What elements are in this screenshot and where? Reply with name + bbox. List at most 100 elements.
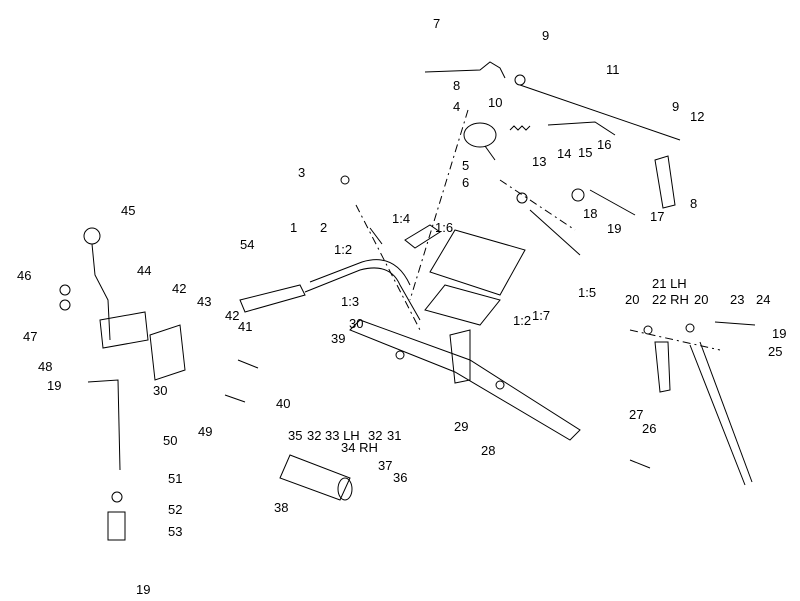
callout: 8: [690, 196, 697, 211]
plate-1-7: [424, 284, 501, 326]
center-line: [409, 109, 469, 301]
callout: 34 RH: [341, 440, 378, 455]
bracket-11: [547, 121, 616, 136]
callout: 1:3: [341, 294, 359, 309]
callout: 28: [481, 443, 495, 458]
nut-29: [495, 380, 505, 390]
callout: 48: [38, 359, 52, 374]
fitting-2: [369, 227, 383, 245]
callout: 21 LH: [652, 276, 687, 291]
callout: 15: [578, 145, 592, 160]
callout: 31: [387, 428, 401, 443]
callout: 1:5: [578, 285, 596, 300]
callout: 1:6: [435, 220, 453, 235]
lever-44: [91, 243, 111, 341]
bracket-42: [149, 324, 186, 381]
callout: 42: [172, 281, 186, 296]
callout: 19: [607, 221, 621, 236]
callout: 53: [168, 524, 182, 539]
rod-50: [87, 379, 121, 471]
rod-7: [424, 61, 506, 79]
connector-52: [107, 511, 126, 541]
callout: 19: [772, 326, 786, 341]
callout: 19: [47, 378, 61, 393]
tube-36: [279, 454, 351, 501]
callout: 2: [320, 220, 327, 235]
callout: 40: [276, 396, 290, 411]
center-line: [629, 329, 721, 351]
bushing-20b: [685, 323, 695, 333]
callout: 44: [137, 263, 151, 278]
callout: 50: [163, 433, 177, 448]
callout: 1:2: [513, 313, 531, 328]
callout: 35: [288, 428, 302, 443]
bolt-41: [237, 359, 259, 369]
knob-stem-4: [484, 145, 496, 161]
callout: 14: [557, 146, 571, 161]
callout-labels: 7 9 11 8 10 9 12 4 5 6 13 14 15 16 8 18 …: [17, 16, 786, 597]
callout: 49: [198, 424, 212, 439]
callout: 6: [462, 175, 469, 190]
plate-1-4: [404, 224, 441, 249]
callout: 32: [307, 428, 321, 443]
callout: 4: [453, 99, 460, 114]
callout: 37: [378, 458, 392, 473]
bolt-40: [224, 394, 246, 403]
callout: 51: [168, 471, 182, 486]
rod-18: [529, 209, 581, 256]
callout: 27: [629, 407, 643, 422]
ball-knob-45: [83, 227, 101, 245]
callout: 7: [433, 16, 440, 31]
callout: 46: [17, 268, 31, 283]
callout: 10: [488, 95, 502, 110]
callout: 20: [694, 292, 708, 307]
callout: 41: [238, 319, 252, 334]
lever-12: [654, 155, 676, 209]
rod-25: [689, 344, 746, 486]
callout: 22 RH: [652, 292, 689, 307]
knob-14: [571, 188, 585, 202]
callout: 45: [121, 203, 135, 218]
callout: 9: [672, 99, 679, 114]
callout: 54: [240, 237, 254, 252]
bolt-24: [714, 321, 756, 326]
callout: 11: [606, 62, 620, 77]
rod-25b: [699, 341, 753, 483]
arm-15: [589, 189, 636, 216]
callout: 24: [756, 292, 770, 307]
nut-46b: [59, 299, 71, 311]
callout: 1:2: [334, 242, 352, 257]
callout: 32: [368, 428, 382, 443]
lever-20: [654, 341, 671, 393]
callout: 39: [331, 331, 345, 346]
nut-46: [59, 284, 71, 296]
callout: 18: [583, 206, 597, 221]
spring-10: [509, 125, 531, 131]
nut-9: [514, 74, 526, 86]
callout: 29: [454, 419, 468, 434]
knob-4: [463, 122, 497, 148]
callout: 17: [650, 209, 664, 224]
callout: 30: [349, 316, 363, 331]
callout: 47: [23, 329, 37, 344]
frame-bracket-1-2: [449, 329, 471, 384]
bushing-13: [516, 192, 528, 204]
callout: 36: [393, 470, 407, 485]
handle-1: [304, 267, 421, 321]
callout: 16: [597, 137, 611, 152]
grip-54: [239, 284, 306, 313]
handle-1-upper: [309, 259, 411, 286]
callout: 9: [542, 28, 549, 43]
nut-3: [340, 175, 350, 185]
callout: 13: [532, 154, 546, 169]
plate-1-5: [429, 229, 526, 296]
callout: 1: [290, 220, 297, 235]
callout: 23: [730, 292, 744, 307]
callout: 30: [153, 383, 167, 398]
callout: 25: [768, 344, 782, 359]
diagram-parts: [59, 61, 756, 541]
rod-11: [519, 84, 681, 141]
callout: 52: [168, 502, 182, 517]
center-line: [355, 204, 421, 331]
